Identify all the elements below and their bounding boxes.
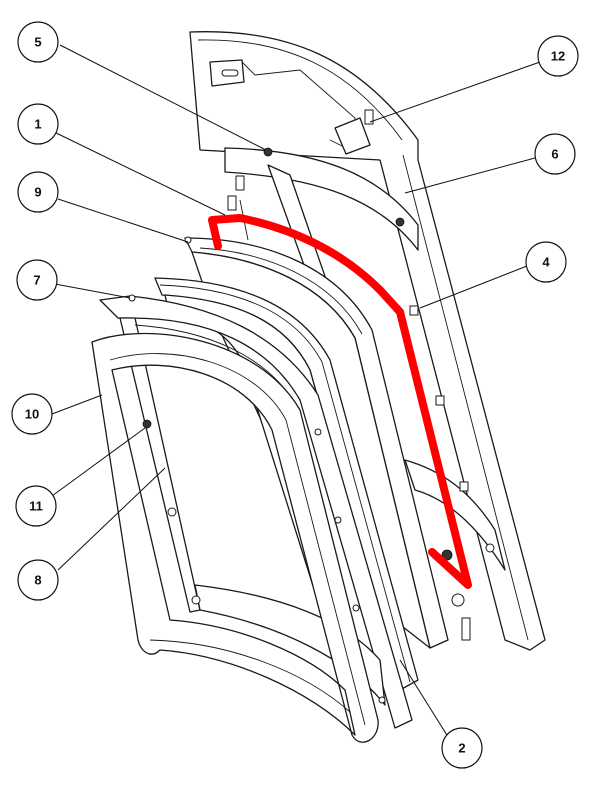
callout-5: 5: [17, 21, 59, 63]
callout-2: 2: [441, 727, 483, 769]
callout-8-label: 8: [34, 573, 41, 588]
callout-9: 9: [17, 171, 59, 213]
callout-5-label: 5: [34, 35, 41, 50]
callout-12-label: 12: [551, 49, 565, 64]
callout-4-label: 4: [542, 255, 550, 270]
callout-2-label: 2: [458, 741, 465, 756]
callout-10-label: 10: [25, 407, 39, 422]
callout-11: 11: [15, 485, 57, 527]
callout-10: 10: [11, 393, 53, 435]
leader-lines: [49, 44, 541, 741]
handle-loop: [91, 332, 379, 743]
callout-6: 6: [534, 133, 576, 175]
callout-4: 4: [525, 241, 567, 283]
front-door-frame: [99, 295, 413, 729]
callout-11-label: 11: [29, 499, 43, 514]
hardware: [128, 109, 495, 704]
callout-7-label: 7: [33, 273, 40, 288]
highlighted-seal-path: [208, 214, 472, 589]
callout-9-label: 9: [34, 185, 41, 200]
callout-6-label: 6: [551, 147, 558, 162]
callout-8: 8: [17, 559, 59, 601]
rear-door-frame: [189, 31, 546, 651]
callout-1-label: 1: [34, 117, 41, 132]
callout-7: 7: [16, 259, 58, 301]
callout-12: 12: [537, 35, 579, 77]
callout-1: 1: [17, 103, 59, 145]
